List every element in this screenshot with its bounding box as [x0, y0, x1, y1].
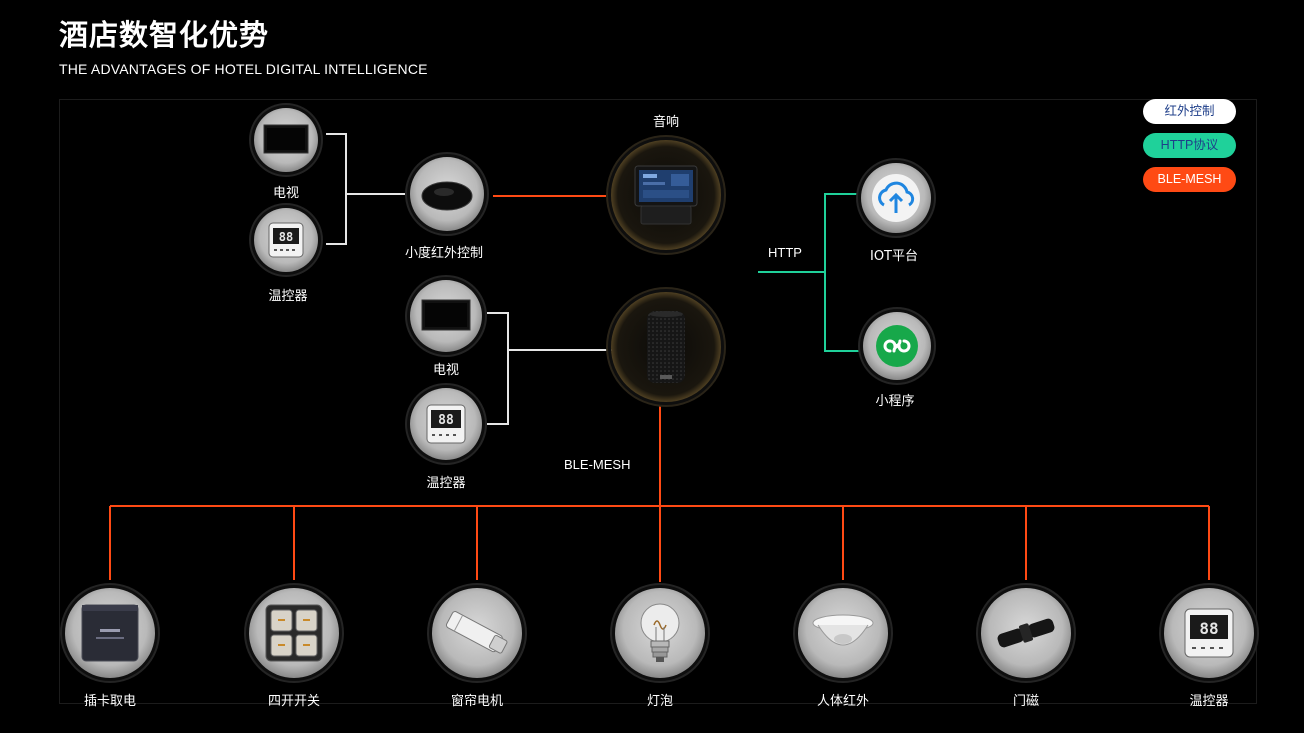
mini-program-icon — [876, 325, 918, 367]
four-gang-switch-icon — [265, 604, 323, 662]
svg-text:88: 88 — [1199, 619, 1218, 638]
ble-mesh-label: BLE-MESH — [564, 457, 631, 472]
ir-bracket-top — [326, 133, 347, 245]
mini-program-node — [863, 312, 931, 380]
ir-remote-icon — [421, 181, 473, 211]
iot-platform-label: IOT平台 — [869, 249, 918, 264]
page-title: 酒店数智化优势 — [59, 18, 270, 52]
thermostat-top-label: 温控器 — [268, 289, 308, 304]
speaker-screen-label: 音响 — [652, 115, 679, 130]
svg-text:88: 88 — [438, 413, 454, 428]
page-subtitle: THE ADVANTAGES OF HOTEL DIGITAL INTELLIG… — [59, 61, 428, 77]
thermostat-node-bottom: 88 — [1164, 588, 1254, 678]
tv-icon — [421, 299, 471, 331]
thermostat-node-top: 88 — [254, 208, 318, 272]
smart-screen-icon — [634, 165, 698, 225]
door-sensor-node — [981, 588, 1071, 678]
bottom-label-4: 灯泡 — [646, 694, 673, 709]
motion-sensor-node — [798, 588, 888, 678]
infrared-lines — [326, 133, 612, 425]
smart-screen-node — [611, 140, 721, 250]
ir-bracket-mid — [487, 312, 509, 425]
ir-controller-label: 小度红外控制 — [404, 246, 483, 261]
tv-icon — [263, 124, 309, 154]
door-sensor-icon — [997, 618, 1055, 648]
curtain-motor-icon — [445, 611, 508, 654]
cloud-upload-icon — [872, 174, 920, 222]
bottom-label-1: 插卡取电 — [83, 694, 136, 709]
tv-node-top — [254, 108, 318, 172]
thermostat-icon: 88 — [268, 222, 304, 258]
bottom-label-2: 四开开关 — [267, 694, 320, 709]
bottom-label-5: 人体红外 — [816, 694, 869, 709]
light-bulb-icon — [640, 603, 680, 662]
smart-speaker-icon — [647, 311, 685, 383]
diagram-frame — [59, 99, 1257, 704]
http-lines — [758, 193, 860, 352]
http-bracket — [824, 193, 860, 352]
bottom-label-6: 门磁 — [1012, 694, 1039, 709]
thermostat-icon: 88 — [1184, 608, 1234, 658]
http-label: HTTP — [768, 245, 802, 260]
bottom-label-3: 窗帘电机 — [450, 694, 503, 709]
thermostat-mid-label: 温控器 — [426, 476, 466, 491]
iot-platform-node — [861, 163, 931, 233]
card-power-switch-icon — [81, 604, 139, 662]
curtain-motor-node — [432, 588, 522, 678]
motion-sensor-icon — [812, 614, 874, 646]
tv-top-label: 电视 — [272, 186, 299, 201]
bottom-label-7: 温控器 — [1189, 694, 1229, 709]
thermostat-icon: 88 — [426, 404, 466, 444]
legend-http: HTTP协议 — [1143, 133, 1236, 158]
mini-program-label: 小程序 — [875, 394, 915, 409]
tv-node-mid — [410, 280, 482, 352]
tv-mid-label: 电视 — [432, 363, 459, 378]
ble-lines — [109, 195, 1210, 582]
svg-text:88: 88 — [279, 230, 293, 244]
thermostat-node-mid: 88 — [410, 388, 482, 460]
legend-infrared: 红外控制 — [1143, 99, 1236, 124]
light-bulb-node — [615, 588, 705, 678]
card-power-node — [65, 588, 155, 678]
ir-controller-node — [410, 157, 484, 231]
four-gang-node — [249, 588, 339, 678]
smart-speaker-node — [611, 292, 721, 402]
legend-ble-mesh: BLE-MESH — [1143, 167, 1236, 192]
